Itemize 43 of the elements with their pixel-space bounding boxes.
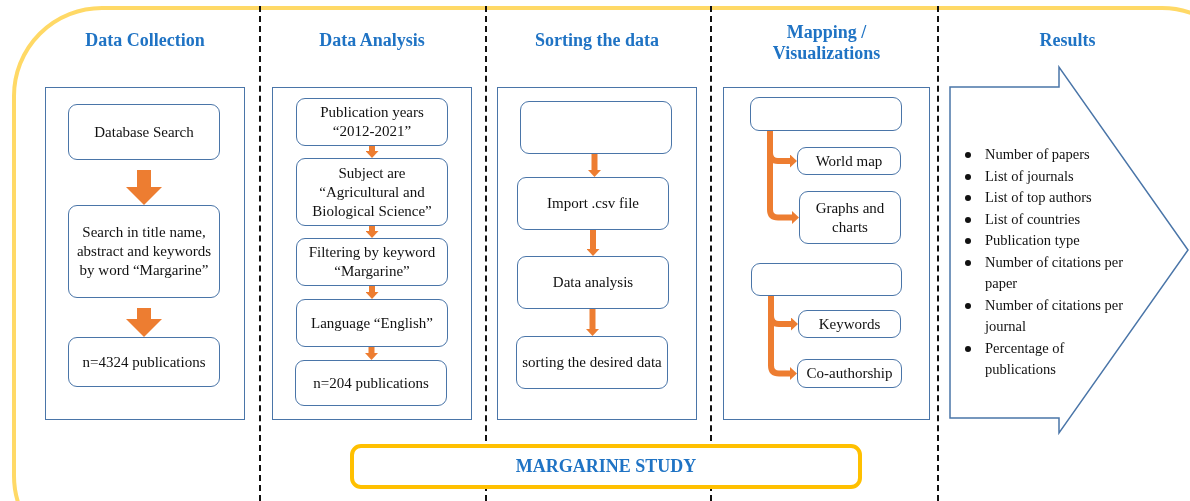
process-box: Import .csv file	[517, 177, 669, 230]
process-box: Data analysis	[517, 256, 669, 309]
process-box: Database Search	[68, 104, 220, 160]
column-heading: Mapping / Visualizations	[771, 22, 882, 64]
process-box: Graphs and charts	[799, 191, 901, 244]
list-item: Number of citations per paper	[985, 252, 1125, 293]
process-box: Co-authorship	[797, 359, 902, 388]
process-box: Language “English”	[296, 299, 448, 347]
arrow	[767, 131, 799, 224]
list-item: Publication type	[985, 231, 1080, 250]
arrow	[586, 230, 600, 256]
arrow	[365, 226, 379, 238]
process-box: sorting the desired data	[516, 336, 668, 389]
list-item: List of countries	[985, 209, 1081, 229]
arrow	[126, 308, 162, 337]
process-box: Subject are “Agricultural and Biological Science”	[296, 158, 448, 226]
process-box: Filtering by keyword “Margarine”	[296, 238, 448, 286]
arrow	[768, 296, 797, 380]
title-banner: MARGARINE STUDY	[350, 444, 862, 489]
empty-box	[750, 97, 902, 131]
list-item: Percentage of publications	[985, 338, 1066, 379]
process-box: World map	[797, 147, 901, 175]
arrow	[365, 286, 379, 299]
empty-box	[751, 263, 902, 296]
column-heading: Data Collection	[84, 30, 206, 51]
arrow	[588, 154, 601, 177]
list-item: Number of papers	[985, 145, 1090, 164]
process-box: n=204 publications	[295, 360, 447, 406]
column-heading: Results	[1038, 30, 1097, 51]
list-item: Number of citations per journal	[985, 295, 1125, 336]
empty-box	[520, 101, 672, 154]
process-box: Search in title name, abstract and keywords by word “Margarine”	[68, 205, 220, 298]
process-box: n=4324 publications	[68, 337, 220, 387]
process-box: Keywords	[798, 310, 901, 338]
arrow	[365, 347, 378, 360]
column-heading: Data Analysis	[318, 30, 426, 51]
list-item: List of journals	[985, 166, 1074, 186]
process-box: Publication years “2012-2021”	[296, 98, 448, 146]
arrow	[365, 146, 379, 158]
column-heading: Sorting the data	[534, 30, 660, 51]
arrow	[126, 170, 162, 205]
arrow	[586, 309, 599, 336]
list-item: List of top authors	[985, 188, 1092, 207]
